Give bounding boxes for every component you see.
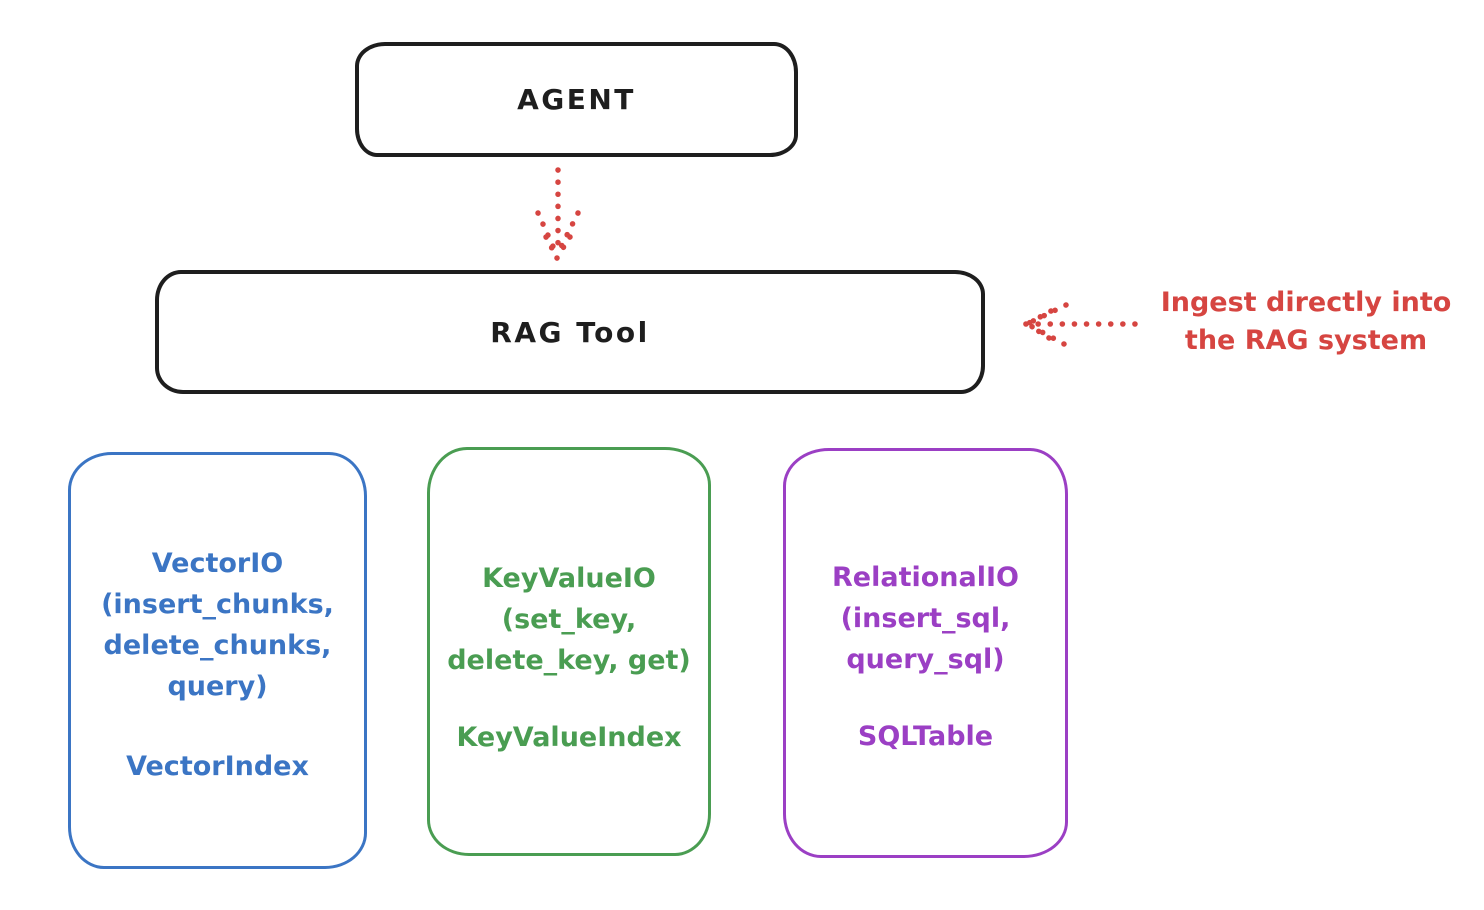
- rag-tool-box: RAG Tool: [155, 270, 985, 394]
- ingest-annotation-text: Ingest directly into the RAG system: [1160, 287, 1452, 356]
- agent-box-label: AGENT: [517, 83, 636, 116]
- keyvalue-index-label: KeyValueIndex: [456, 722, 682, 753]
- vector-io-methods: VectorIO (insert_chunks, delete_chunks, …: [101, 548, 334, 702]
- keyvalue-io-methods: KeyValueIO (set_key, delete_key, get): [447, 563, 691, 676]
- keyvalue-io-box: KeyValueIO (set_key, delete_key, get) Ke…: [427, 447, 711, 856]
- dotted-arrow-left-icon: [1023, 302, 1138, 347]
- relational-io-methods: RelationalIO (insert_sql, query_sql): [832, 562, 1019, 675]
- sql-table-label: SQLTable: [857, 721, 994, 752]
- rag-tool-box-label: RAG Tool: [490, 315, 650, 349]
- agent-box: AGENT: [355, 42, 798, 157]
- dotted-arrow-down-icon: [535, 167, 581, 261]
- relational-io-box: RelationalIO (insert_sql, query_sql) SQL…: [783, 448, 1068, 858]
- vector-io-box: VectorIO (insert_chunks, delete_chunks, …: [68, 452, 367, 869]
- vector-index-label: VectorIndex: [126, 751, 309, 782]
